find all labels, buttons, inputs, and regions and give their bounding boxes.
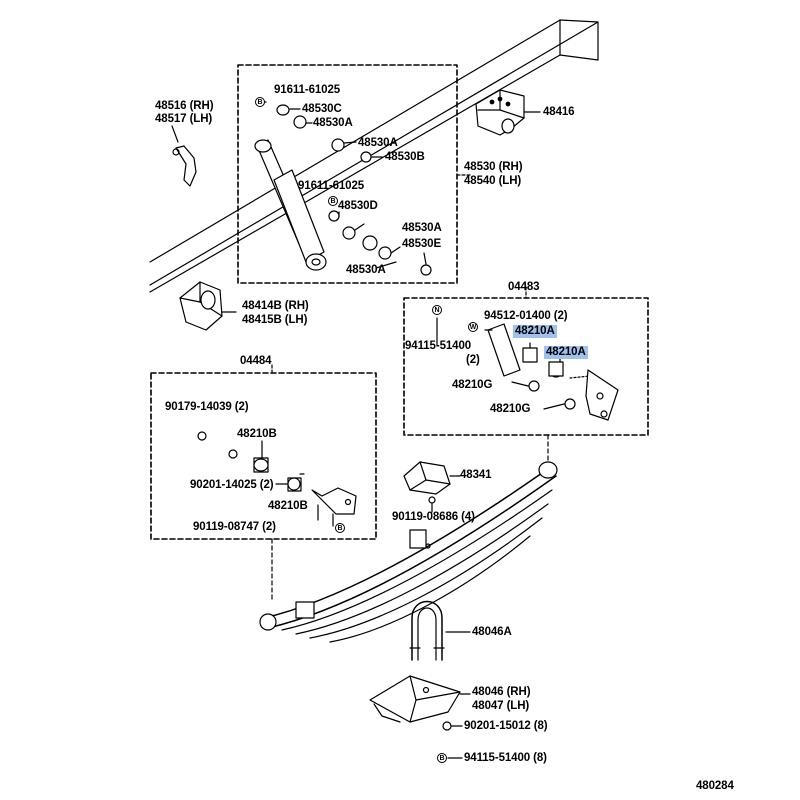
diagram-code: 480284 xyxy=(696,780,734,792)
shock-absorber xyxy=(254,139,327,271)
bolt-icon: B xyxy=(335,523,345,533)
part-label-48530a[interactable]: 48530A xyxy=(346,264,386,276)
part-label-48517-lh[interactable]: 48517 (LH) xyxy=(155,113,213,125)
part-label-48210a-highlighted[interactable]: 48210A xyxy=(544,346,588,359)
part-label-94115-51400[interactable]: 94115-51400 (8) xyxy=(464,752,547,764)
part-label-48530-rh[interactable]: 48530 (RH) xyxy=(464,161,523,173)
part-label-48530e[interactable]: 48530E xyxy=(402,238,442,250)
clip-48516 xyxy=(171,125,197,187)
kit-label-04483[interactable]: 04483 xyxy=(508,281,540,293)
frame-rail xyxy=(149,19,599,293)
kit-04484-parts xyxy=(197,431,357,527)
bolt-icon: B xyxy=(328,196,338,206)
bracket-48414b xyxy=(179,281,237,331)
part-label-94512-01400[interactable]: 94512-01400 (2) xyxy=(484,310,568,322)
u-bolt xyxy=(409,600,471,661)
part-label-90119-08747[interactable]: 90119-08747 (2) xyxy=(193,521,276,533)
shock-absorber-group-box xyxy=(237,64,458,284)
part-label-48530b[interactable]: 48530B xyxy=(385,151,425,163)
part-label-90201-15012[interactable]: 90201-15012 (8) xyxy=(464,720,548,732)
part-label-48210b[interactable]: 48210B xyxy=(268,500,308,512)
part-label-90201-14025[interactable]: 90201-14025 (2) xyxy=(190,479,274,491)
part-label-48516-rh[interactable]: 48516 (RH) xyxy=(155,100,214,112)
washer-icon: W xyxy=(468,322,478,332)
kit-label-04484[interactable]: 04484 xyxy=(240,355,272,367)
part-label-48047-lh[interactable]: 48047 (LH) xyxy=(472,700,530,712)
bolt-icon: B xyxy=(255,97,265,107)
nut-icon: N xyxy=(432,305,442,315)
pad-48341 xyxy=(403,461,461,513)
part-label-48210a-highlighted[interactable]: 48210A xyxy=(513,325,557,338)
part-label-48415b-lh[interactable]: 48415B (LH) xyxy=(242,314,308,326)
kit-04483-parts xyxy=(436,317,619,421)
bolt-icon: B xyxy=(437,753,447,763)
part-label-94115-51400[interactable]: 94115-51400 xyxy=(405,340,472,352)
part-label-48210b[interactable]: 48210B xyxy=(237,428,277,440)
part-label-48210g[interactable]: 48210G xyxy=(452,379,493,391)
part-label-48046-rh[interactable]: 48046 (RH) xyxy=(472,686,531,698)
part-label-48530a[interactable]: 48530A xyxy=(402,222,442,234)
part-label-91611-61025[interactable]: 91611-61025 xyxy=(274,84,341,96)
part-label-48414b-rh[interactable]: 48414B (RH) xyxy=(242,300,309,312)
part-label-48530a[interactable]: 48530A xyxy=(358,137,398,149)
bracket-kit-04484-box xyxy=(150,372,377,540)
part-label-48540-lh[interactable]: 48540 (LH) xyxy=(464,175,522,187)
part-label-48530a[interactable]: 48530A xyxy=(313,117,353,129)
part-label-48416[interactable]: 48416 xyxy=(543,106,575,118)
part-label-48530d[interactable]: 48530D xyxy=(338,200,378,212)
part-label-91611-61025[interactable]: 91611-61025 xyxy=(298,180,365,192)
bracket-48416 xyxy=(475,89,541,136)
part-label-48210g[interactable]: 48210G xyxy=(490,403,531,415)
part-label-94115-51400-qty: (2) xyxy=(466,354,480,366)
leaf-spring xyxy=(259,461,558,643)
part-label-90179-14039[interactable]: 90179-14039 (2) xyxy=(165,401,249,413)
part-label-48046a[interactable]: 48046A xyxy=(472,626,512,638)
part-label-48341[interactable]: 48341 xyxy=(460,469,492,481)
seat-plate-48046 xyxy=(369,675,471,759)
shock-bushings xyxy=(276,104,432,276)
part-label-48530c[interactable]: 48530C xyxy=(302,103,342,115)
part-label-90119-08686[interactable]: 90119-08686 (4) xyxy=(392,511,475,523)
